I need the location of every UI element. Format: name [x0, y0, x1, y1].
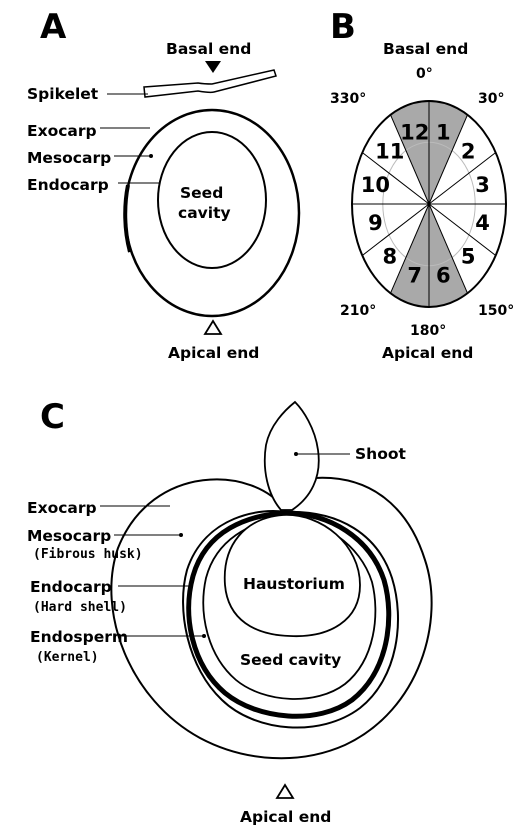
sector-label-4: 4	[475, 211, 490, 235]
panel-c-endocarp-label: Endocarp	[30, 578, 112, 596]
panel-c-shoot-dot	[294, 452, 298, 456]
basal-end-marker-icon	[205, 61, 221, 73]
panel-c-endocarp-note: (Hard shell)	[33, 600, 127, 615]
panel-c-mesocarp-label: Mesocarp	[27, 527, 111, 545]
angle-330-label: 330°	[330, 91, 366, 107]
panel-a-apical-end-label: Apical end	[168, 344, 259, 362]
angle-150-label: 150°	[478, 303, 514, 319]
panel-c-mesocarp-dot	[179, 533, 183, 537]
panel-a-spikelet-shape	[144, 70, 276, 97]
panel-c-endosperm-dot	[202, 634, 206, 638]
sector-label-1: 1	[436, 120, 451, 144]
angle-30-label: 30°	[478, 91, 504, 107]
panel-c-haustorium-label: Haustorium	[243, 575, 345, 593]
panel-c-endosperm-note: (Kernel)	[36, 650, 99, 665]
panel-c-exocarp-label: Exocarp	[27, 499, 97, 517]
sector-label-10: 10	[361, 173, 390, 197]
panel-c-apical-end-marker-icon	[277, 785, 293, 798]
panel-a-mesocarp-dot	[149, 154, 153, 158]
panel-a-spikelet-label: Spikelet	[27, 85, 99, 103]
panel-a-endocarp-label: Endocarp	[27, 176, 109, 194]
panel-c-apical-end-label: Apical end	[240, 808, 331, 826]
sector-label-6: 6	[436, 264, 451, 288]
angle-0-label: 0°	[416, 66, 433, 82]
sector-label-12: 12	[400, 120, 429, 144]
panel-b-basal-end-label: Basal end	[383, 40, 468, 58]
panel-c-shoot-label: Shoot	[355, 445, 406, 463]
panel-c-mesocarp-note: (Fibrous husk)	[33, 547, 143, 562]
sector-label-3: 3	[475, 173, 490, 197]
panel-c: C Shoot Exocarp Mesocarp (Fibrous husk) …	[27, 397, 432, 826]
panel-a-letter: A	[40, 7, 67, 47]
panel-a-seed-label: Seed	[180, 184, 223, 202]
sector-label-7: 7	[407, 264, 422, 288]
sector-label-2: 2	[461, 140, 476, 164]
panel-a: A Basal end Spikelet Exocarp Mesocarp En…	[27, 7, 299, 362]
sector-label-8: 8	[382, 244, 397, 268]
panel-c-seed-cavity-label: Seed cavity	[240, 651, 341, 669]
sector-label-9: 9	[368, 211, 383, 235]
panel-a-mesocarp-label: Mesocarp	[27, 149, 111, 167]
panel-a-exocarp-label: Exocarp	[27, 122, 97, 140]
panel-c-endosperm-label: Endosperm	[30, 628, 128, 646]
sector-label-5: 5	[461, 244, 476, 268]
panel-a-cavity-label: cavity	[178, 204, 231, 222]
angle-180-label: 180°	[410, 323, 446, 339]
apical-end-marker-icon	[205, 321, 221, 334]
panel-b-apical-end-label: Apical end	[382, 344, 473, 362]
panel-c-letter: C	[40, 397, 65, 437]
panel-a-basal-end-label: Basal end	[166, 40, 251, 58]
panel-b-letter: B	[330, 7, 356, 47]
angle-210-label: 210°	[340, 303, 376, 319]
